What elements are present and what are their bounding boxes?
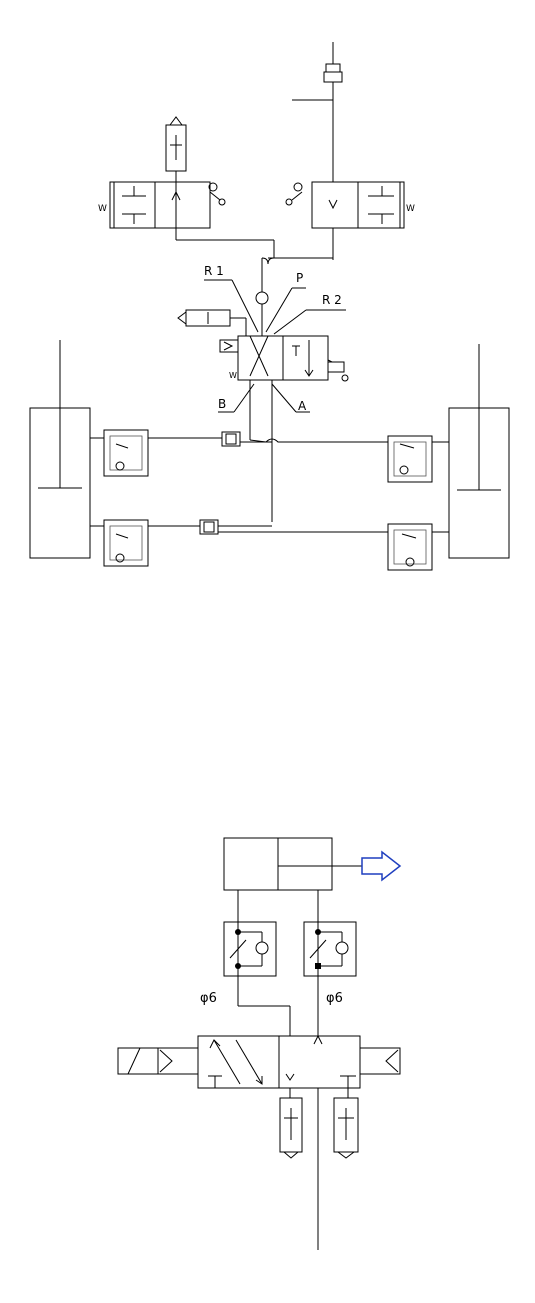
label-r2: R 2 [322,293,342,307]
solenoid-valve-bottom [118,1036,400,1088]
main-valve: W [220,336,348,381]
flow-control-right-lower [388,524,432,570]
flow-control-left-upper [104,430,148,476]
shuttle-valve [256,258,274,336]
label-a: A [298,399,307,413]
pipe-label-right: φ6 [326,991,343,1006]
cylinder-left [30,340,90,558]
cylinder-bottom [224,838,362,890]
cylinder-right [449,344,509,558]
roller-valve-left: W [98,182,274,258]
flow-control-left-lower [104,520,148,566]
flow-control-bottom-right [304,922,356,976]
silencer-left-main [178,310,246,336]
label-p: P [296,271,303,285]
flow-control-right-upper [388,436,432,482]
quick-exhaust-upper [222,432,272,446]
silencer-bottom-left [280,1088,302,1158]
silencer-left-top [166,117,186,182]
flow-control-bottom-left [224,922,276,976]
arrow-right-icon [362,852,400,880]
roller-valve-right: W [268,182,415,258]
silencer-bottom-right [334,1088,358,1158]
diagram-top: W W [30,42,509,570]
pipe-label-left: φ6 [200,991,217,1006]
spring-mark-left: W [98,204,107,214]
spring-mark-right: W [406,204,415,214]
label-r1: R 1 [204,264,224,278]
diagram-bottom: φ6 φ6 [118,838,400,1250]
spring-mark-main: W [229,371,237,380]
label-b: B [218,397,226,411]
